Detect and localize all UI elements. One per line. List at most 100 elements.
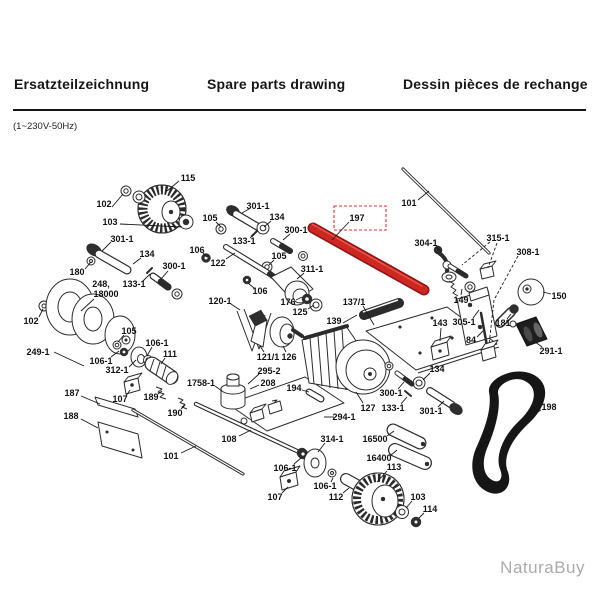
- leader-line: [476, 330, 484, 338]
- leader-line: [230, 303, 241, 311]
- leader-line: [132, 257, 142, 265]
- part-label-103: 103: [410, 492, 425, 502]
- leader-line: [317, 442, 326, 453]
- part-label-3001: 300-1: [284, 225, 307, 235]
- part-label-3141: 314-1: [320, 434, 343, 444]
- part-disc-150: [517, 278, 545, 306]
- part-label-188: 188: [63, 411, 78, 421]
- part-rod-101-top: [401, 167, 491, 255]
- part-label-1331: 133-1: [381, 403, 404, 413]
- leader-line: [53, 351, 85, 367]
- part-label-3011: 301-1: [110, 234, 133, 244]
- part-knob-1758-1: [220, 373, 246, 410]
- part-pin-84: [479, 311, 489, 348]
- part-label-107: 107: [267, 492, 282, 502]
- part-label-176: 176: [280, 297, 295, 307]
- leader-line: [80, 395, 101, 405]
- leader-line: [542, 291, 552, 295]
- leader-line: [493, 255, 519, 301]
- part-label-2952: 295-2: [257, 366, 280, 376]
- part-label-105: 105: [271, 251, 286, 261]
- part-spindle-301-1-top: [226, 205, 262, 231]
- leader-line: [331, 221, 350, 241]
- leader-line: [142, 273, 151, 282]
- leader-line: [249, 233, 255, 239]
- leader-line: [405, 500, 413, 509]
- leader-line: [281, 486, 289, 494]
- part-label-208: 208: [260, 378, 275, 388]
- leader-line: [293, 457, 302, 465]
- part-bolt-set-315-1: [442, 242, 498, 293]
- leader-line: [38, 308, 44, 318]
- leader-line: [157, 390, 163, 395]
- leader-line: [307, 304, 315, 310]
- part-label-150: 150: [551, 291, 566, 301]
- part-label-2941: 294-1: [332, 412, 355, 422]
- leader-line: [342, 487, 350, 494]
- leader-line: [259, 345, 265, 353]
- part-label-1061: 106-1: [313, 481, 336, 491]
- part-roller-291-1: [509, 316, 548, 347]
- part-bracket-121-1: [248, 309, 268, 348]
- leader-line: [110, 350, 120, 358]
- leader-line: [202, 252, 208, 258]
- part-cylinder-16400: [388, 443, 432, 470]
- leader-line: [84, 261, 92, 270]
- part-plate-188: [97, 421, 143, 459]
- part-cylinder-16500: [386, 423, 427, 450]
- part-label-181: 181: [495, 318, 510, 328]
- part-label-16500: 16500: [362, 434, 387, 444]
- header-title-french: Dessin pièces de rechange: [403, 76, 588, 92]
- leader-line: [533, 340, 543, 348]
- part-pulley-drum-248: [38, 278, 136, 355]
- leader-line: [386, 430, 395, 437]
- leader-line: [362, 305, 375, 326]
- part-label-112: 112: [329, 492, 344, 502]
- part-label-105: 105: [202, 213, 217, 223]
- leader-line: [295, 296, 303, 301]
- part-spring-149: [448, 280, 459, 297]
- leader-line: [247, 282, 255, 289]
- part-label-126: 126: [281, 352, 296, 362]
- part-label-17581: 1758-1: [187, 378, 215, 388]
- part-ribbed-bushing-111: [144, 356, 179, 385]
- part-label-190: 190: [167, 408, 182, 418]
- part-label-3001: 300-1: [162, 261, 185, 271]
- leader-line: [238, 429, 252, 437]
- leader-line: [180, 445, 197, 454]
- part-label-143: 143: [432, 318, 447, 328]
- part-label-1061: 106-1: [273, 463, 296, 473]
- part-bolt-300-1-left: [146, 267, 183, 300]
- part-cube-143: [430, 335, 452, 361]
- part-label-113: 113: [387, 462, 402, 472]
- leader-line: [247, 373, 260, 385]
- leader-line: [282, 233, 291, 241]
- part-label-1371: 137/1: [343, 297, 366, 307]
- part-label-3081: 308-1: [516, 247, 539, 257]
- part-label-3051: 305-1: [452, 317, 475, 327]
- part-label-18000: 18000: [93, 289, 118, 299]
- leader-line: [461, 241, 491, 266]
- leader-line: [417, 190, 430, 201]
- leader-line: [80, 418, 99, 429]
- part-label-122: 122: [210, 258, 225, 268]
- leader-line: [241, 208, 250, 214]
- part-flange-314-1: [297, 448, 337, 478]
- part-label-114: 114: [423, 504, 438, 514]
- part-label-189: 189: [143, 392, 158, 402]
- part-belt-198: [472, 371, 546, 494]
- leader-line: [111, 193, 124, 208]
- part-cube-308-1: [480, 339, 499, 362]
- leader-line: [160, 270, 169, 280]
- leader-line: [506, 313, 512, 320]
- leader-line: [418, 512, 425, 519]
- part-washers-102-103: [120, 185, 194, 230]
- part-label-84: 84: [466, 335, 476, 345]
- leader-line: [80, 298, 95, 312]
- part-label-101: 101: [401, 198, 416, 208]
- voltage-note: (1~230V-50Hz): [13, 121, 78, 132]
- part-label-102: 102: [23, 316, 38, 326]
- part-spindle-301-1-left: [86, 243, 132, 275]
- part-label-3011: 301-1: [246, 201, 269, 211]
- part-label-3041: 304-1: [414, 238, 437, 248]
